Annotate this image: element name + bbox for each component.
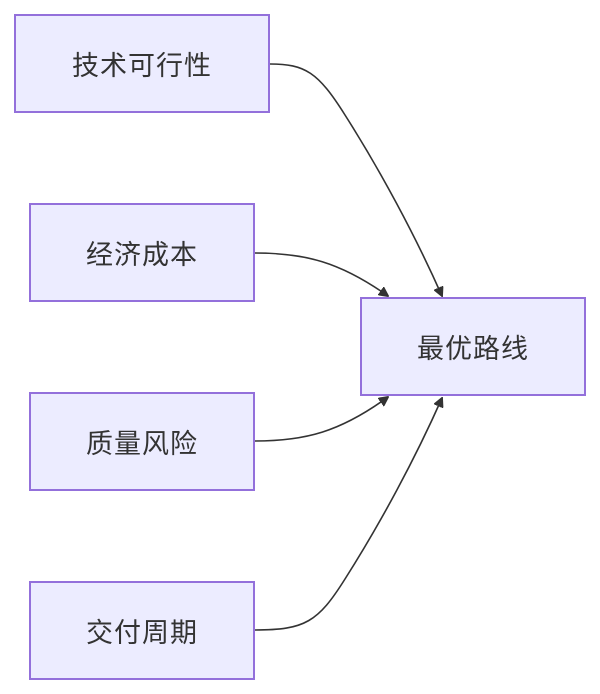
edge-deli-to-best [254, 398, 442, 631]
node-label: 技术可行性 [72, 51, 212, 82]
node-optimal-route: 最优路线 [360, 297, 586, 396]
node-label: 交付周期 [86, 618, 198, 649]
edge-econ-to-best [254, 252, 388, 296]
node-label: 最优路线 [417, 334, 529, 365]
node-label: 质量风险 [86, 429, 198, 460]
node-quality-risk: 质量风险 [29, 392, 255, 491]
node-technical-feasibility: 技术可行性 [14, 14, 270, 113]
edge-tech-to-best [269, 63, 442, 296]
edge-qual-to-best [254, 397, 388, 442]
node-economic-cost: 经济成本 [29, 203, 255, 302]
node-label: 经济成本 [86, 240, 198, 271]
node-delivery-cycle: 交付周期 [29, 581, 255, 680]
